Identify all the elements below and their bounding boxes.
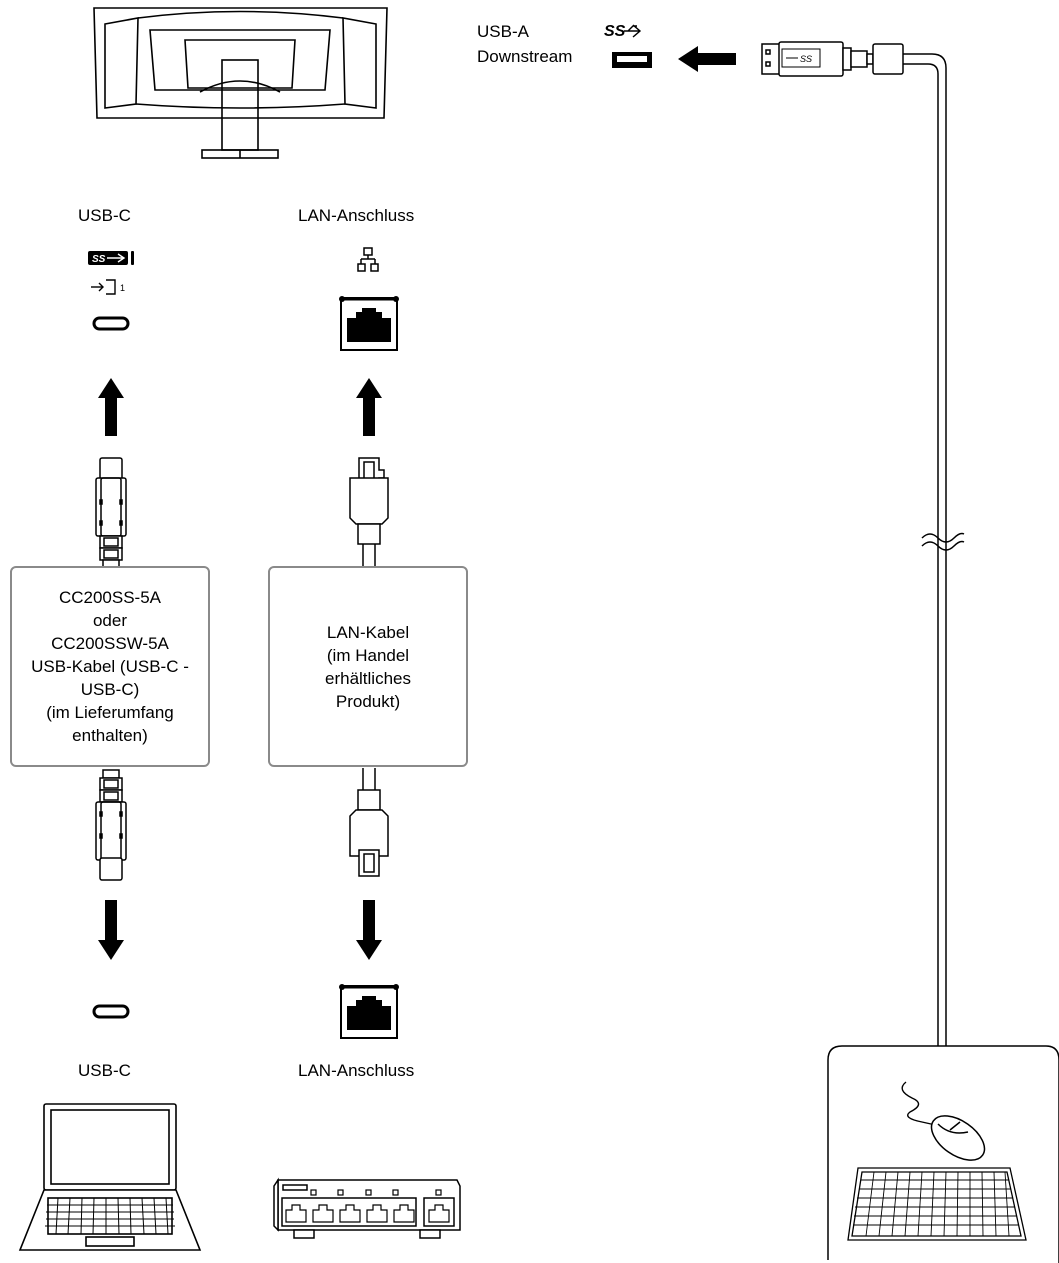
usb-cable-line: CC200SSW-5A [51, 634, 169, 653]
usb-c-port-icon-computer [92, 1004, 130, 1019]
usb-device-illustration [827, 1045, 1059, 1263]
usb-cable-line: CC200SS-5A [58, 588, 162, 607]
usb-a-port-icon [612, 52, 652, 68]
cable-break-icon [921, 532, 965, 551]
usb-c-connector-lower [95, 769, 127, 881]
ss-usb-logo-icon-usb-a: SS [604, 23, 642, 40]
usb-cable-line: (im Lieferumfang [46, 703, 174, 722]
usb-cable-line: USB-Kabel (USB-C - [31, 657, 189, 676]
monitor-lan-label: LAN-Anschluss [298, 206, 415, 225]
arrow-down-icon [98, 900, 124, 960]
lan-cable-line: Produkt) [335, 691, 401, 711]
network-icon [357, 247, 379, 272]
lan-port-icon [339, 296, 399, 351]
keyboard-icon [847, 1167, 1027, 1241]
monitor-usb-c-label: USB-C [78, 206, 131, 225]
usb-a-connector: SS [761, 41, 947, 1046]
usb-c-connector-upper [95, 457, 127, 569]
arrow-down-icon [356, 900, 382, 960]
input-port-icon: 1 [91, 279, 125, 295]
monitor-illustration [93, 7, 388, 159]
usb-cable-info-box: CC200SS-5A oder CC200SSW-5A USB-Kabel (U… [10, 566, 210, 767]
downstream-label: Downstream [477, 47, 573, 66]
arrow-left-icon [678, 46, 736, 72]
svg-text:SS: SS [92, 254, 106, 265]
svg-text:SS: SS [604, 23, 626, 40]
lan-cable-line: erhältliches [325, 668, 411, 688]
mouse-icon [930, 1115, 986, 1161]
rj45-connector-lower [349, 768, 389, 877]
lan-port-icon-switch [339, 984, 399, 1039]
usb-c-port-icon [92, 316, 130, 331]
svg-text:SS: SS [800, 54, 812, 64]
ss-usb-logo-icon: SS [88, 251, 134, 265]
rj45-connector-upper [349, 457, 389, 566]
network-switch-illustration [273, 1177, 461, 1239]
arrow-up-icon [98, 378, 124, 436]
lan-cable-line: (im Handel [326, 645, 410, 665]
usb-cable-line: enthalten) [72, 726, 148, 745]
arrow-up-icon [356, 378, 382, 436]
usb-cable-line: oder [92, 611, 127, 630]
computer-usb-c-label: USB-C [78, 1061, 131, 1080]
usb-cable-line: USB-C) [80, 680, 140, 699]
laptop-illustration [18, 1103, 202, 1251]
lan-cable-info-box: LAN-Kabel (im Handel erhältliches Produk… [268, 566, 468, 767]
svg-text:1: 1 [120, 283, 125, 293]
lan-cable-line: LAN-Kabel [326, 622, 410, 642]
usb-a-label: USB-A [477, 22, 529, 41]
computer-lan-label: LAN-Anschluss [298, 1061, 415, 1080]
